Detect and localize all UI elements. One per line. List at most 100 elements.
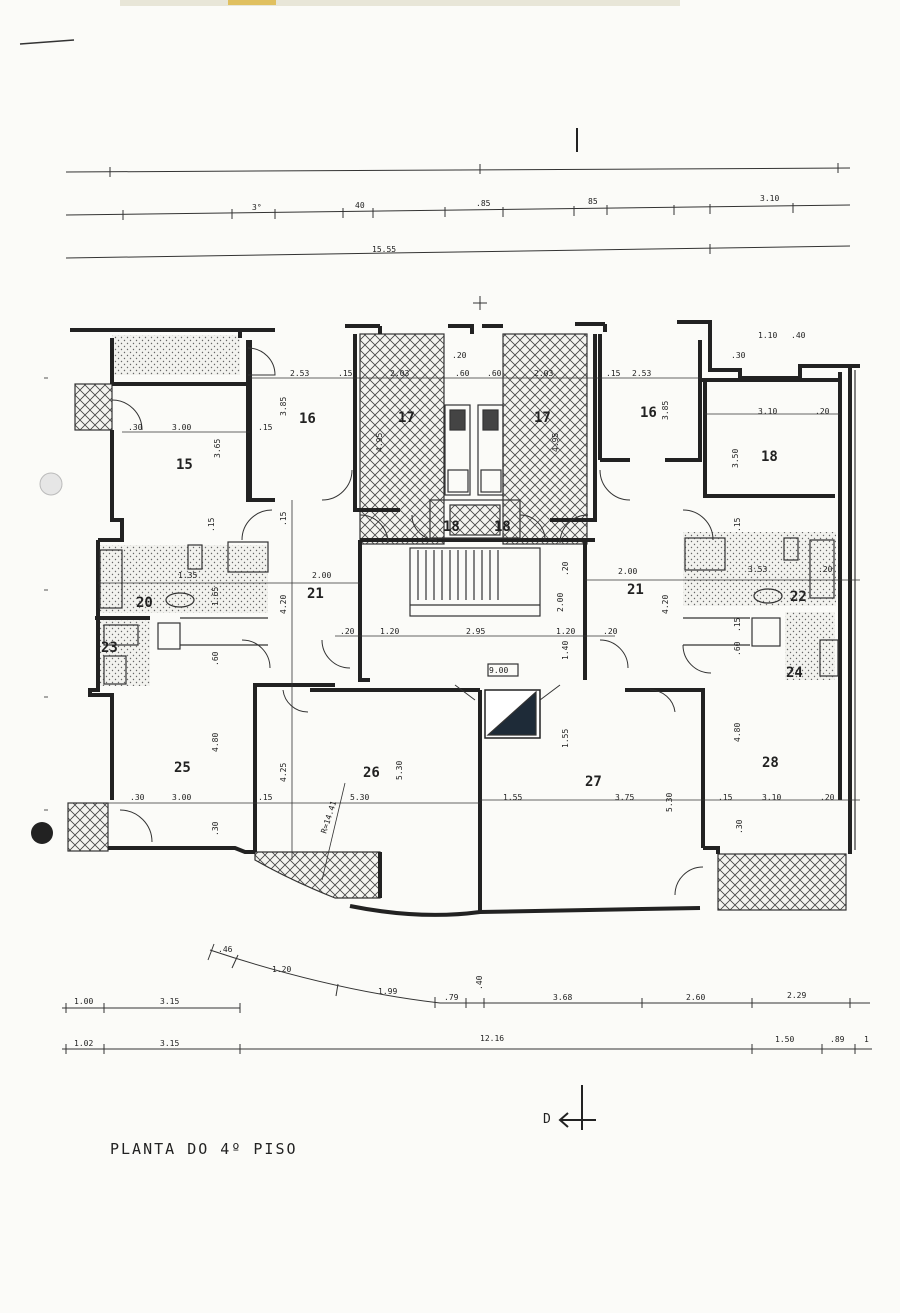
bathroom-20-floor [98,545,268,613]
margin-ticks [44,377,48,811]
dim-label: 3.85 [279,397,288,416]
bottom-dim-4: .40 [475,975,484,990]
room-20-label: 20 [136,595,153,611]
bottom-dim-15: 1 [864,1035,869,1044]
top-dim-4: 3.10 [760,194,779,203]
dim-label: 5.30 [395,761,404,780]
dim-label: .60 [733,641,742,656]
dim-label: 3.75 [615,793,634,802]
dim-label: .15 [258,793,273,802]
room-15-label: 15 [176,457,193,473]
dim-label: .30 [128,423,143,432]
interior-dimension-text: .30 3.00 .15 3.65 3.85 2.53 .15 2.03 .20… [128,331,835,836]
room-18-label: 18 [761,449,778,465]
dim-label: 3.50 [731,449,740,468]
room-16b-label: 16 [640,405,657,421]
dim-label: 4.25 [279,763,288,782]
bottom-dim-11: 3.15 [160,1039,179,1048]
dim-label: 4.20 [279,595,288,614]
dim-label: 1.55 [561,729,570,748]
dim-label: 1.10 [758,331,777,340]
bottom-dim-12: 12.16 [480,1034,504,1043]
bathroom-24-floor [785,612,835,680]
dim-label: .30 [130,793,145,802]
dim-label: 2.00 [618,567,637,576]
bottom-dim-5: 3.68 [553,993,572,1002]
north-label: D [543,1112,551,1127]
room-16a-label: 16 [299,411,316,427]
interior-lines [99,370,856,850]
dim-label: 4.80 [211,733,220,752]
dim-label: R=14.41 [319,800,338,835]
room-25-label: 25 [174,760,191,776]
dim-label: .30 [735,819,744,834]
bottom-dim-9: 3.15 [160,997,179,1006]
room-21b-label: 21 [627,582,644,598]
dim-label: 3.10 [758,407,777,416]
outer-walls [70,320,860,917]
north-arrow-icon [558,1085,596,1130]
door-swings [111,347,714,896]
dim-label: 1.55 [503,793,522,802]
dim-label: .15 [733,617,742,632]
dim-label: 1.40 [561,641,570,660]
bottom-dim-2: 1.99 [378,987,397,996]
bottom-dim-3: .79 [444,993,459,1002]
room-28-label: 28 [762,755,779,771]
balcony-left-top [74,383,113,431]
dim-label: .15 [258,423,273,432]
kitchen-left-floor [359,333,445,545]
bottom-dimension-lines: .46 1.20 1.99 .79 .40 3.68 2.60 2.29 1.0… [62,943,872,1054]
dim-label: 1.20 [556,627,575,636]
dim-label: .20 [340,627,355,636]
scan-edge-mark [228,0,276,5]
punch-hole-dark [31,822,53,844]
kitchen-right-floor [502,333,588,545]
dim-label: 2.53 [290,369,309,378]
room-27-label: 27 [585,774,602,790]
room-18b-label: 18 [494,519,511,535]
room-26-label: 26 [363,765,380,781]
dim-label: .20 [820,793,835,802]
room-22-label: 22 [790,589,807,605]
dim-label: 9.00 [489,666,508,675]
dim-label: 3.00 [172,423,191,432]
bottom-dim-13: 1.50 [775,1035,794,1044]
interior-dimension-lines [98,377,860,881]
dim-label: .60 [487,369,502,378]
dim-label: 3.10 [762,793,781,802]
bottom-dim-7: 2.29 [787,991,806,1000]
dim-label: .15 [207,517,216,532]
top-dim-2: .85 [476,199,491,208]
dim-label: 4.20 [661,595,670,614]
dim-label: 2.53 [632,369,651,378]
room-18a-label: 18 [443,519,460,535]
room-17a-label: 17 [398,410,415,426]
scan-stroke [19,39,75,45]
dim-label: .20 [815,407,830,416]
dim-label: 4.95 [551,433,560,452]
dim-label: .20 [603,627,618,636]
punch-hole [39,472,63,496]
bottom-dim-14: .89 [830,1035,845,1044]
dim-label: .15 [733,517,742,532]
scan-edge [120,0,680,6]
dim-label: 3.00 [172,793,191,802]
dim-label: 2.00 [312,571,331,580]
balcony-top-left [112,335,240,375]
top-dim-1: 40 [355,201,365,210]
dim-label: .20 [452,351,467,360]
dim-label: 1.65 [211,587,220,606]
dim-label: 4.80 [733,723,742,742]
room-23-label: 23 [101,640,118,656]
dim-label: .30 [731,351,746,360]
dim-label: 3.65 [213,439,222,458]
dim-label: .30 [211,821,220,836]
dim-label: 5.30 [665,793,674,812]
dim-label: 2.03 [534,369,553,378]
dim-label: .15 [718,793,733,802]
balcony-left-bottom [67,802,109,852]
dim-label: .15 [606,369,621,378]
